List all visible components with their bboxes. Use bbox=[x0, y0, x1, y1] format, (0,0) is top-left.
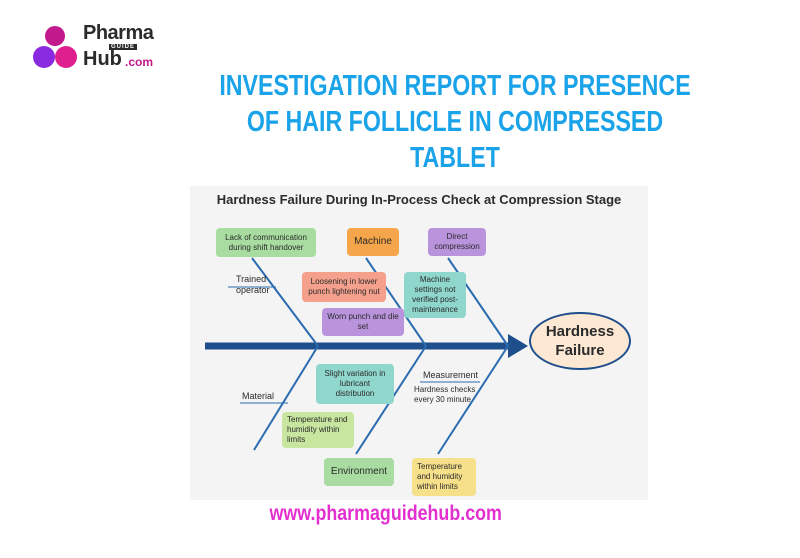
logo-pharma-text: Pharma bbox=[83, 22, 154, 44]
cause-temperature-humidity-1: Temperature and humidity within limits bbox=[282, 412, 354, 448]
label-hardness-checks: Hardness checks every 30 minute bbox=[414, 385, 476, 404]
cause-direct-compression: Direct compression bbox=[428, 228, 486, 256]
label-measurement: Measurement bbox=[423, 370, 479, 380]
fishbone-diagram: Hardness Failure During In-Process Check… bbox=[190, 186, 648, 500]
cause-temperature-humidity-2: Temperature and humidity within limits bbox=[412, 458, 476, 496]
logo-dots-icon bbox=[33, 26, 81, 70]
bone-measurement bbox=[437, 345, 509, 455]
cause-lack-of-communication: Lack of communication during shift hando… bbox=[216, 228, 316, 257]
cause-machine-settings: Machine settings not verified post-maint… bbox=[404, 272, 466, 318]
category-machine: Machine bbox=[347, 228, 399, 256]
cause-lubricant-variation: Slight variation in lubricant distributi… bbox=[316, 364, 394, 404]
pharmaguidehub-logo[interactable]: Pharma GUIDE Hub .com bbox=[33, 22, 163, 74]
logo-hub-text: Hub bbox=[83, 48, 122, 70]
diagram-title: Hardness Failure During In-Process Check… bbox=[216, 192, 622, 207]
logo-com-text: .com bbox=[125, 55, 154, 69]
bone-people bbox=[251, 257, 319, 347]
website-url[interactable]: www.pharmaguidehub.com bbox=[269, 502, 502, 525]
cause-loosening-punch-nut: Loosening in lower punch lightening nut bbox=[302, 272, 386, 302]
cause-worn-punch-die: Worn punch and die set bbox=[322, 308, 404, 336]
label-material: Material bbox=[242, 391, 275, 401]
category-environment: Environment bbox=[324, 458, 394, 486]
label-trained-operator: Trained operator bbox=[236, 274, 270, 295]
page-title: INVESTIGATION REPORT FOR PRESENCE OF HAI… bbox=[219, 70, 691, 174]
logo-guide-text: GUIDE bbox=[109, 44, 138, 50]
spine-arrowhead bbox=[508, 334, 528, 358]
bone-material bbox=[253, 345, 319, 451]
fishbone-lines bbox=[205, 257, 528, 455]
effect-hardness-failure: Hardness Failure bbox=[529, 312, 631, 370]
